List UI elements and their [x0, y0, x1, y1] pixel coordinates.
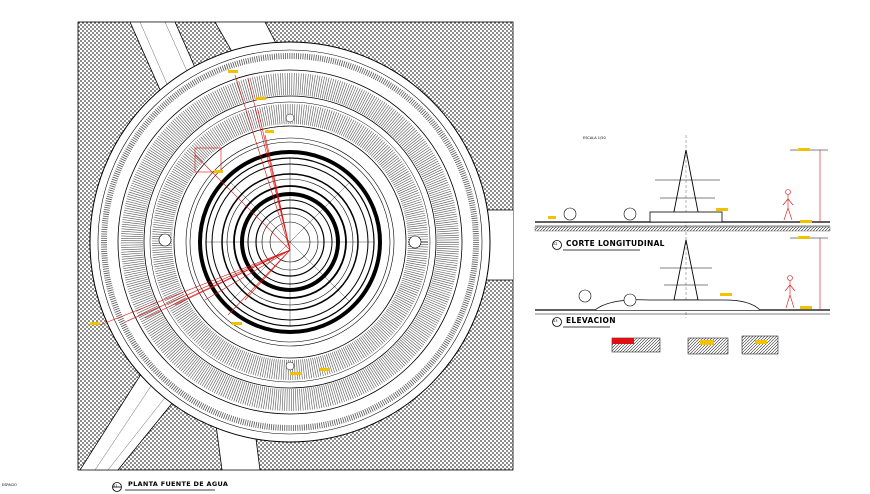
corner-note: ESPACIO [2, 483, 17, 487]
elevation-drawing [535, 232, 830, 318]
plan-tags [90, 70, 330, 375]
section-drawing [534, 135, 831, 232]
detail-thumbnails [611, 335, 779, 355]
elevation-number: 03 [553, 319, 558, 323]
plan-number: 01 [113, 484, 118, 488]
plan-annotation-leaders [99, 74, 291, 326]
elevation-title: ELEVACION [566, 316, 616, 325]
title-markers [112, 240, 640, 492]
fountain-plan [89, 41, 491, 443]
plan-title: PLANTA FUENTE DE AGUA [128, 480, 229, 488]
scale-note: ESCALA 1/50 [583, 136, 606, 140]
section-title: CORTE LONGITUDINAL [566, 239, 665, 248]
section-number: 02 [553, 242, 558, 246]
